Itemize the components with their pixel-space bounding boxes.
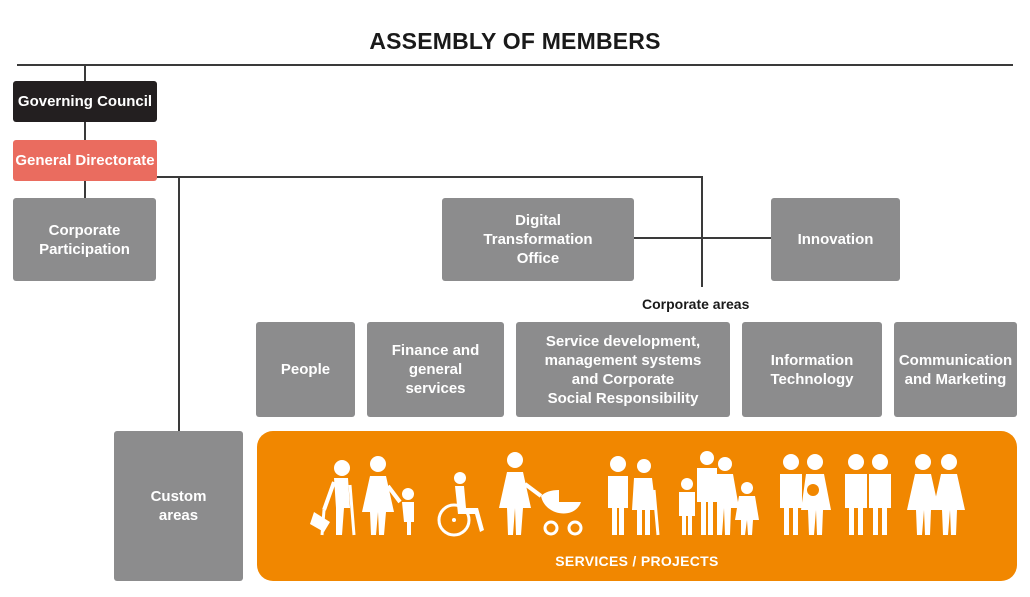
- governing-council-box: Governing Council: [13, 81, 157, 122]
- connector-to-custom-areas: [178, 176, 180, 431]
- custom-areas-box: Custom areas: [114, 431, 243, 581]
- connector-directorate-participation: [84, 181, 86, 198]
- corporate-area-people: People: [256, 322, 355, 417]
- people-icons-group: [310, 451, 965, 537]
- general-directorate-box: General Directorate: [13, 140, 157, 181]
- connector-assembly-council: [84, 65, 86, 81]
- couple-with-baby-icon: [780, 454, 831, 535]
- two-men-icon: [845, 454, 891, 535]
- innovation-box: Innovation: [771, 198, 900, 281]
- connector-directorate-branch: [157, 176, 702, 178]
- corporate-area-communication-marketing: Communication and Marketing: [894, 322, 1017, 417]
- corporate-area-finance: Finance and general services: [367, 322, 504, 417]
- wheelchair-user-icon: [437, 472, 484, 537]
- elderly-couple-icon: [608, 456, 660, 536]
- corporate-area-service-development: Service development, management systems …: [516, 322, 730, 417]
- assembly-rule: [17, 64, 1013, 66]
- woman-with-pram-icon: [499, 452, 583, 536]
- diagram-title: ASSEMBLY OF MEMBERS: [369, 28, 661, 54]
- corporate-area-information-technology: Information Technology: [742, 322, 882, 417]
- family-icon: [679, 451, 759, 535]
- connector-council-directorate: [84, 122, 86, 140]
- elderly-with-crutches-icon: [310, 460, 356, 536]
- services-projects-label: SERVICES / PROJECTS: [555, 553, 719, 569]
- digital-transformation-office-box: Digital Transformation Office: [442, 198, 634, 281]
- connector-to-corporate-areas: [701, 176, 703, 287]
- two-women-icon: [907, 454, 965, 535]
- woman-with-child-icon: [362, 456, 414, 535]
- corporate-areas-label: Corporate areas: [642, 296, 750, 312]
- corporate-participation-box: Corporate Participation: [13, 198, 156, 281]
- connector-digital-innovation: [634, 237, 771, 239]
